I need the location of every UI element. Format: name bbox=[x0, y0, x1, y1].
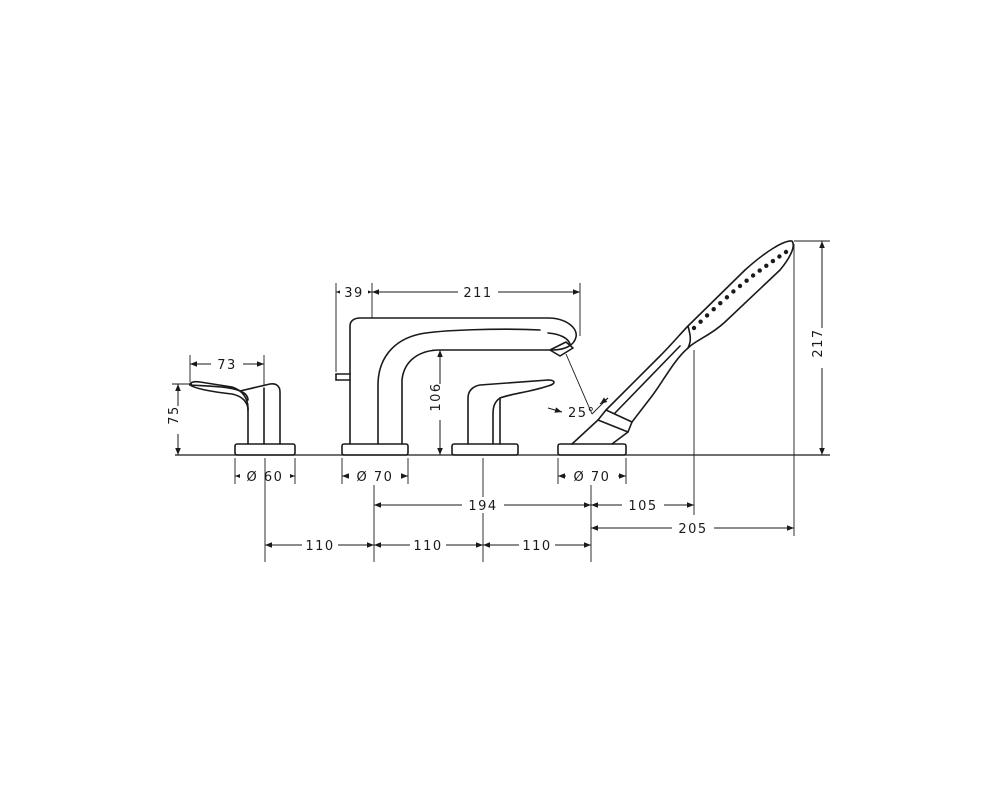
nozzle-dot bbox=[764, 263, 769, 268]
dim-label-217: 217 bbox=[811, 328, 826, 357]
nozzle-dot bbox=[698, 319, 703, 324]
nozzle-dot bbox=[744, 278, 749, 283]
hand-shower bbox=[557, 240, 795, 456]
dim-label-205: 205 bbox=[678, 522, 707, 537]
nozzle-dot bbox=[711, 307, 716, 312]
nozzle-dot bbox=[691, 325, 697, 331]
nozzle-dot bbox=[777, 254, 782, 259]
shower-nozzle-dots bbox=[691, 249, 789, 331]
dim-label-75: 75 bbox=[167, 405, 182, 425]
right-handle-valve bbox=[451, 379, 555, 456]
dim-label-211: 211 bbox=[463, 286, 492, 301]
dim-label-110-b: 110 bbox=[413, 539, 442, 554]
nozzle-dot bbox=[724, 295, 730, 300]
dim-label-39: 39 bbox=[344, 286, 364, 301]
nozzle-dot bbox=[704, 313, 710, 318]
nozzle-dot bbox=[783, 249, 789, 255]
dim-label-110-c: 110 bbox=[522, 539, 551, 554]
left-handle-valve bbox=[189, 380, 296, 456]
nozzle-dot bbox=[750, 273, 756, 278]
dim-label-angle: 25° bbox=[568, 406, 596, 421]
dim-label-73: 73 bbox=[217, 358, 237, 373]
dim-label-105: 105 bbox=[628, 499, 657, 514]
dim-label-194: 194 bbox=[468, 499, 497, 514]
dim-label-d60: Ø 60 bbox=[247, 470, 284, 485]
dim-label-106: 106 bbox=[429, 382, 444, 411]
dim-label-d70-shower: Ø 70 bbox=[574, 470, 611, 485]
dim-label-110-a: 110 bbox=[305, 539, 334, 554]
bath-spout bbox=[335, 317, 577, 456]
nozzle-dot bbox=[731, 289, 736, 294]
dim-label-d70-spout: Ø 70 bbox=[357, 470, 394, 485]
nozzle-dot bbox=[757, 268, 762, 273]
nozzle-dot bbox=[770, 258, 776, 264]
nozzle-dot bbox=[718, 301, 723, 306]
nozzle-dot bbox=[737, 283, 743, 289]
